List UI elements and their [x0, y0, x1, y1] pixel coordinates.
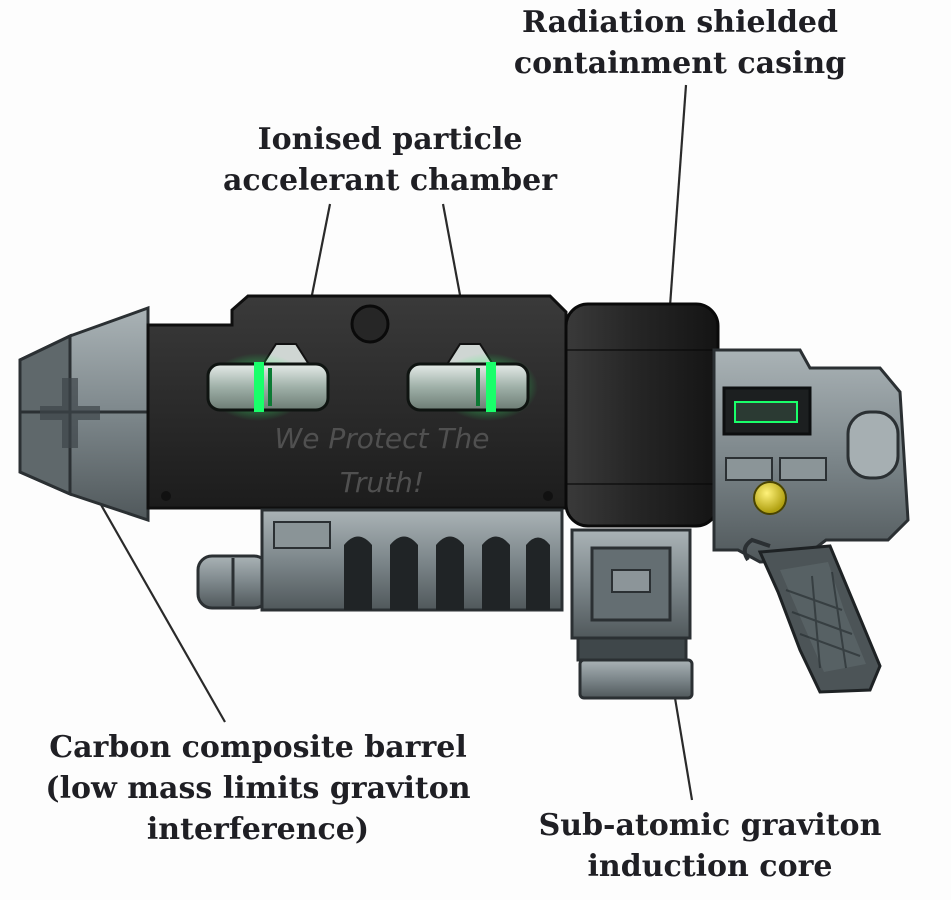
callout-casing-line1: Radiation shielded — [521, 5, 838, 40]
leader-line-casing — [668, 84, 688, 307]
accelerant-chamber-tubes — [206, 343, 538, 421]
callout-chamber-line1: Ionised particle — [257, 122, 523, 157]
leader-line-chamber-right — [441, 203, 462, 296]
callout-core-line1: Sub-atomic graviton — [538, 808, 882, 843]
lower-barrel — [196, 508, 564, 612]
containment-casing — [564, 302, 720, 528]
callout-barrel-line1: Carbon composite barrel — [49, 730, 467, 765]
leader-lines — [99, 84, 694, 801]
callout-carbon-barrel: Carbon composite barrel (low mass limits… — [28, 727, 488, 850]
callout-graviton-core: Sub-atomic graviton induction core — [525, 805, 895, 887]
receiver — [712, 348, 910, 564]
graviton-core — [570, 528, 694, 700]
callout-barrel-line2: (low mass limits graviton — [45, 771, 471, 806]
leader-line-chamber-left — [310, 203, 332, 296]
leader-line-core — [673, 697, 694, 801]
callout-containment-casing: Radiation shielded containment casing — [505, 2, 855, 84]
callout-core-line2: induction core — [587, 849, 833, 884]
callout-chamber-line2: accelerant chamber — [222, 163, 558, 198]
callout-barrel-line3: interference) — [146, 812, 370, 847]
callout-casing-line2: containment casing — [513, 46, 847, 81]
motto-line-2: Truth! — [340, 466, 424, 499]
callout-accelerant-chamber: Ionised particle accelerant chamber — [205, 119, 575, 201]
pistol-grip — [742, 537, 882, 694]
muzzle — [18, 305, 150, 523]
leader-line-barrel — [99, 502, 226, 723]
motto-line-1: We Protect The — [275, 422, 490, 455]
